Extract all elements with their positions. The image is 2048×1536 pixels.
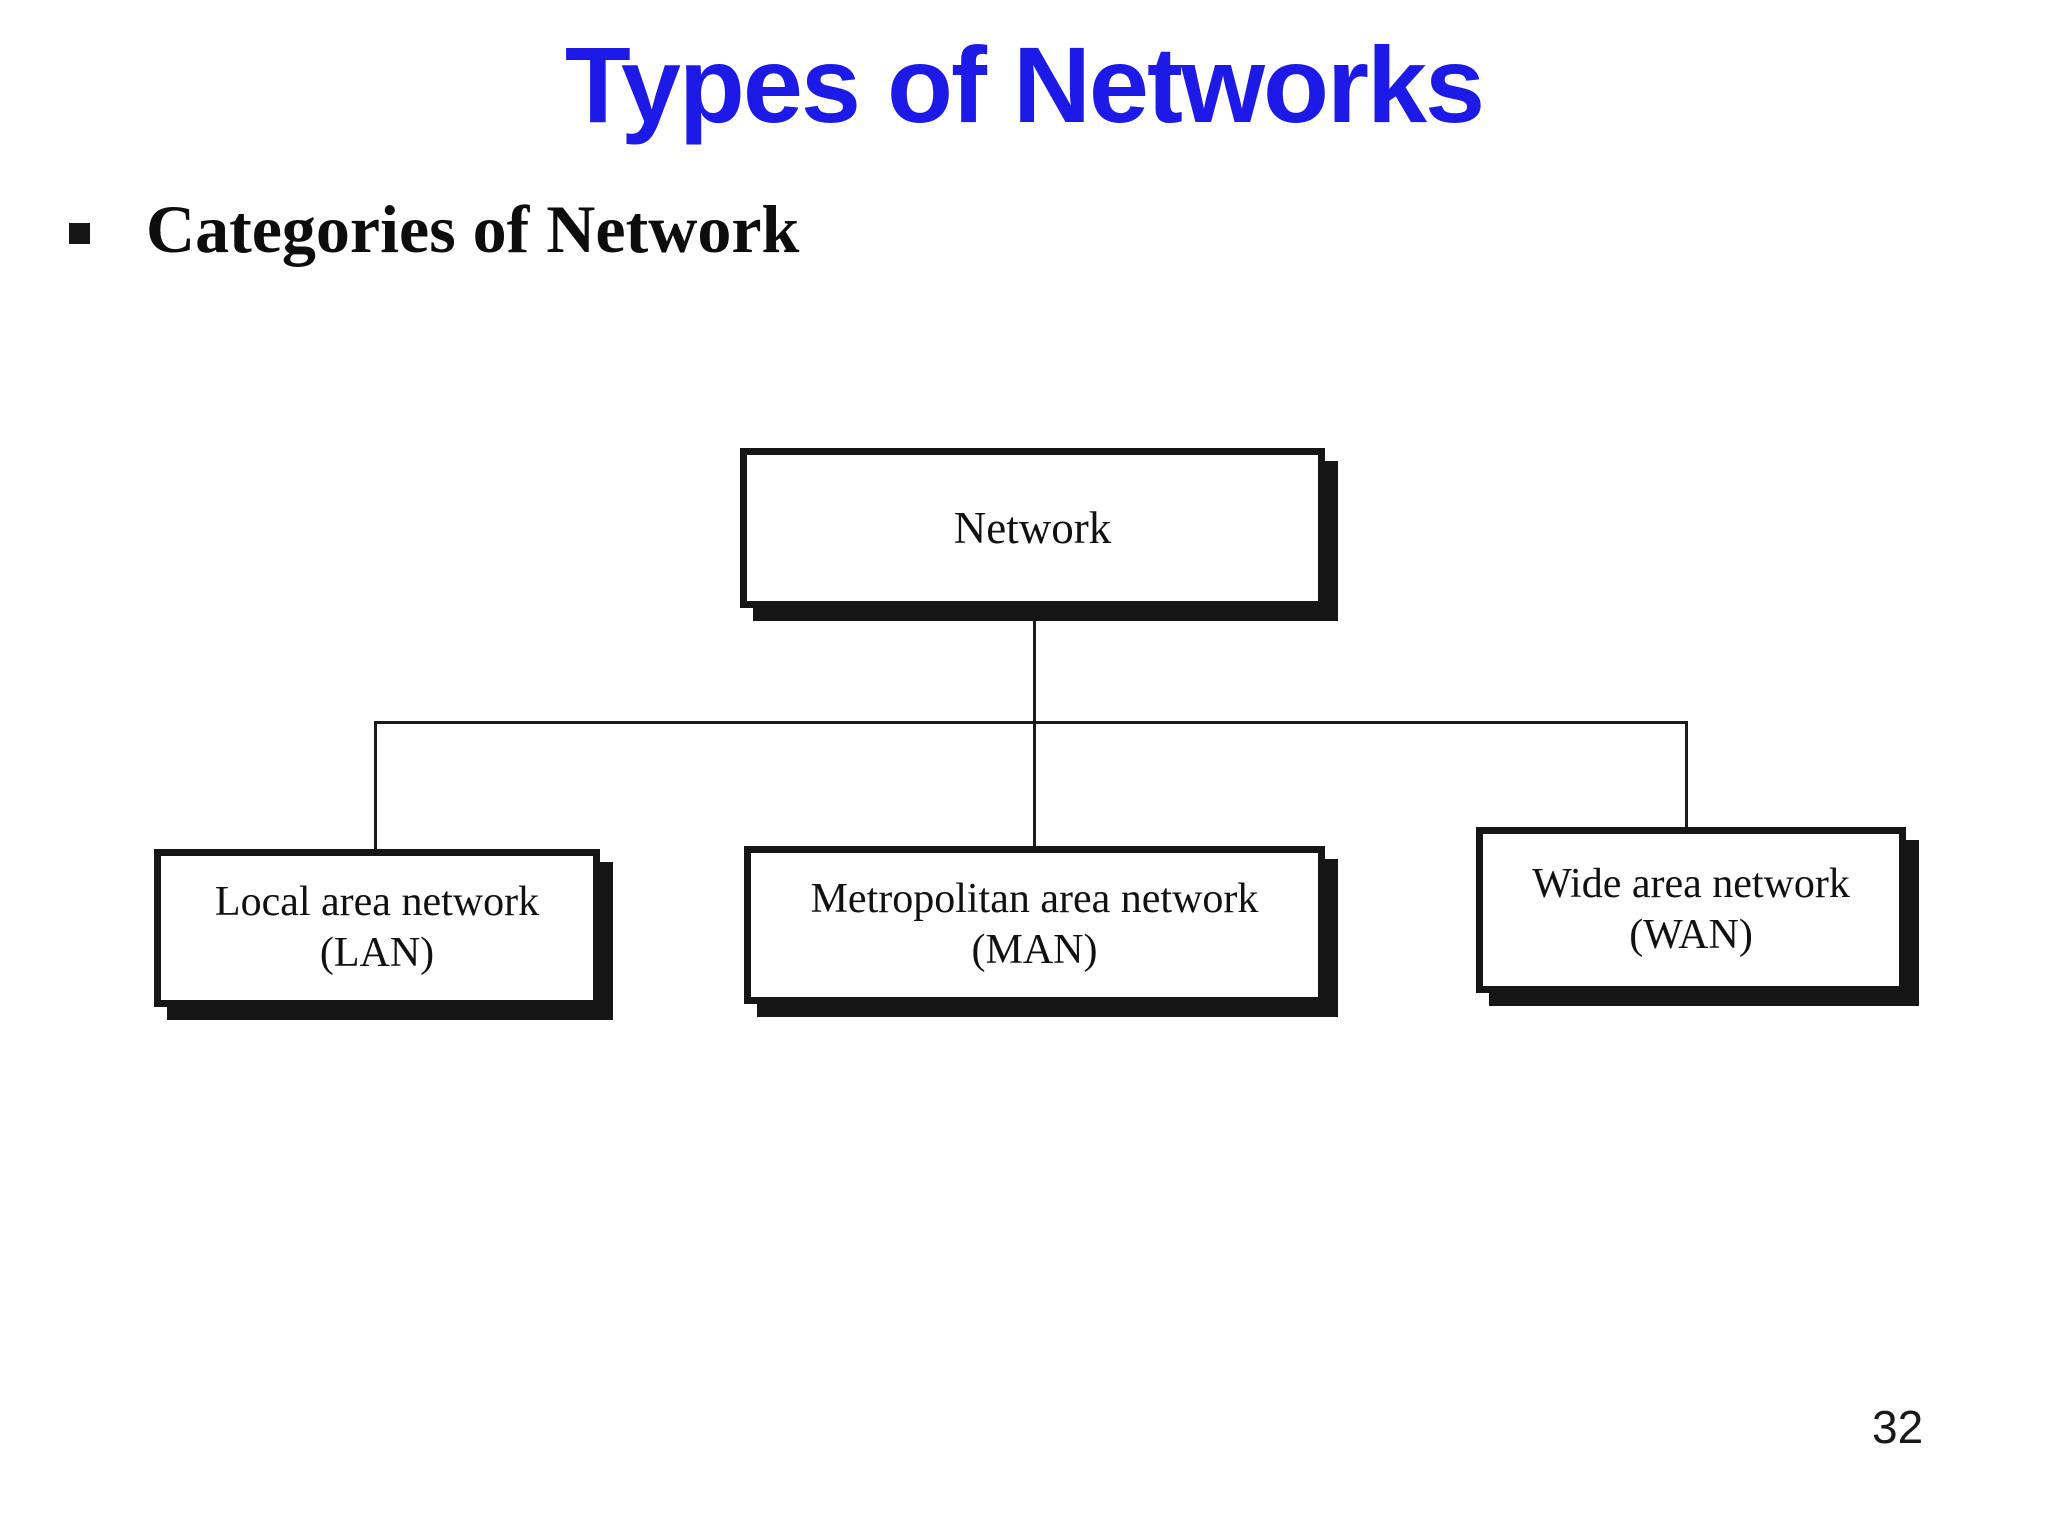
node-man-label: Metropolitan area network xyxy=(810,875,1259,922)
connector-wan-vertical xyxy=(1685,721,1688,829)
connector-horizontal xyxy=(374,721,1688,724)
node-network-label: Network xyxy=(953,502,1112,553)
page-number: 32 xyxy=(1872,1401,1924,1453)
node-lan: Local area network (LAN) xyxy=(154,849,600,1007)
node-man-abbr: (MAN) xyxy=(971,927,1098,973)
bullet-text: Categories of Network xyxy=(146,191,800,267)
connector-man-vertical xyxy=(1033,721,1036,848)
connector-root-vertical xyxy=(1033,606,1036,724)
node-wan-abbr: (WAN) xyxy=(1629,912,1753,958)
bullet-square-icon xyxy=(69,223,90,244)
node-wan: Wide area network (WAN) xyxy=(1476,827,1906,993)
node-network: Network xyxy=(740,448,1325,608)
node-lan-label: Local area network xyxy=(214,878,540,925)
slide-title: Types of Networks xyxy=(564,24,1485,145)
node-lan-abbr: (LAN) xyxy=(319,930,435,976)
connector-lan-vertical xyxy=(374,721,377,851)
node-man: Metropolitan area network (MAN) xyxy=(744,846,1325,1004)
node-wan-label: Wide area network xyxy=(1532,860,1850,907)
